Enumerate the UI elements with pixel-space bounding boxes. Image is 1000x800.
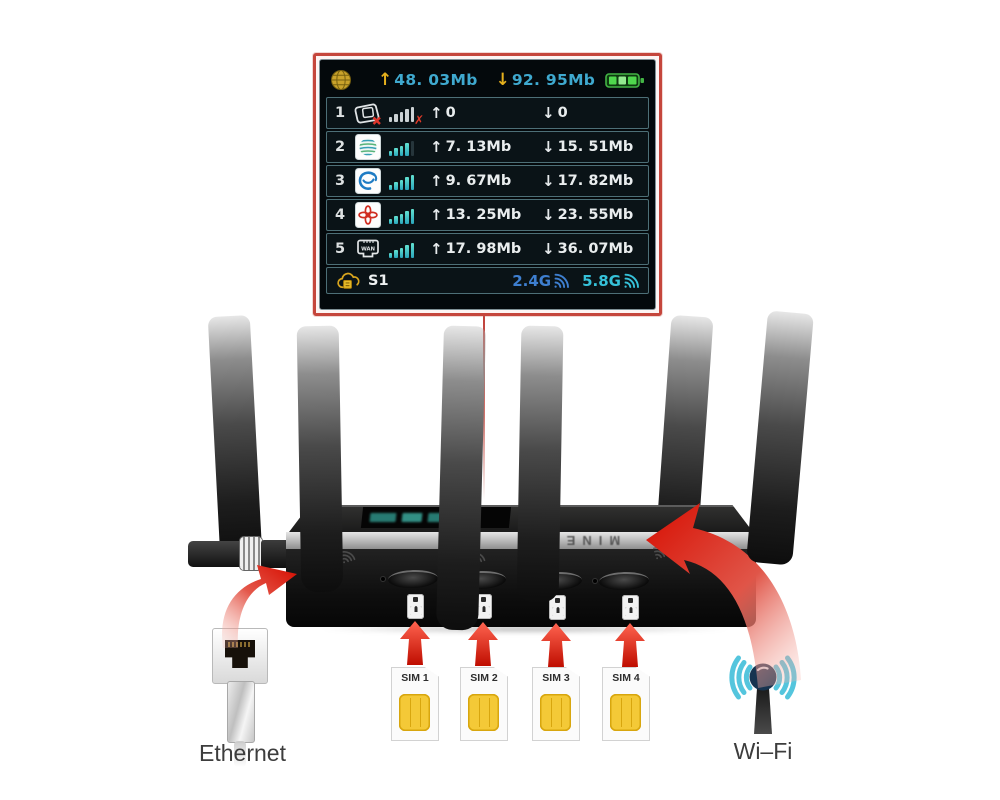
row-number: 4 [335, 207, 346, 223]
up-arrow-icon: ↑ [430, 206, 443, 224]
callout-connector-line [483, 314, 485, 500]
download-speed: 23. 55Mb [557, 207, 634, 223]
sim1-arrow [400, 621, 430, 665]
down-arrow-icon: ↓ [542, 138, 555, 156]
sim-chip [610, 694, 641, 731]
down-arrow-icon: ↓ [542, 172, 555, 190]
svg-text:WAN: WAN [361, 247, 375, 253]
sim2-arrow [468, 622, 498, 666]
sim-slot-pictogram-1 [407, 594, 424, 619]
sim4-arrow [615, 623, 645, 667]
sim-slot-pictogram-3 [549, 595, 566, 620]
up-arrow-icon: ↑ [430, 172, 443, 190]
sim-status-row-5: 5 WAN ↑17. 98Mb ↓36. 07Mb [326, 233, 649, 265]
ethernet-callout-arrow [222, 565, 297, 648]
down-arrow-icon: ↓ [542, 240, 555, 258]
total-upload-value: 48. 03Mb [394, 71, 478, 89]
wifi-band-5-8g: 5.8G [582, 272, 640, 290]
sim-chip [540, 694, 571, 731]
upload-arrow-icon: ↑ [378, 70, 393, 90]
globe-icon [331, 70, 351, 90]
sim-missing-icon [352, 101, 384, 125]
china-unicom-logo [352, 202, 384, 228]
sim-status-row-1: 1 ✗ ↑0 ↓0 [326, 97, 649, 129]
wan-port-icon: WAN [352, 236, 384, 262]
up-arrow-icon: ↑ [430, 138, 443, 156]
row-number: 5 [335, 241, 346, 257]
download-arrow-icon: ↓ [495, 70, 510, 90]
wifi-band-2-4g: 2.4G [512, 272, 570, 290]
sim-card-label: SIM 4 [612, 672, 640, 684]
upload-speed: 7. 13Mb [445, 139, 512, 155]
row-number: 3 [335, 173, 346, 189]
sim-status-row-3: 3 ↑9. 67Mb ↓17. 82Mb [326, 165, 649, 197]
sim-card-3: SIM 3 [532, 667, 580, 741]
signal-strength-icon: ✗ [389, 104, 424, 127]
upload-speed: 13. 25Mb [445, 207, 522, 223]
led-hole [593, 579, 597, 583]
ethernet-wall-plate [212, 628, 268, 684]
total-download-value: 92. 95Mb [511, 71, 596, 89]
wifi-label: Wi–Fi [733, 738, 793, 764]
upload-speed: 0 [445, 105, 456, 121]
sim-chip [399, 694, 430, 731]
ethernet-plug [227, 681, 255, 743]
china-telecom-logo [352, 168, 384, 194]
sim-card-label: SIM 1 [401, 672, 429, 684]
sim-card-4: SIM 4 [602, 667, 650, 741]
china-mobile-logo [352, 134, 384, 160]
sim-slot-pictogram-2 [475, 594, 492, 619]
sim-card-label: SIM 2 [470, 672, 498, 684]
sim-slot-label: S1 [368, 272, 389, 289]
download-speed: 36. 07Mb [557, 241, 634, 257]
signal-strength-icon [389, 138, 418, 156]
wifi-waves-icon [554, 273, 570, 288]
ethernet-cable [234, 741, 246, 767]
signal-strength-icon [389, 172, 418, 190]
cloud-sim-icon [337, 272, 360, 289]
antenna-connector-ring [240, 537, 262, 570]
up-arrow-icon: ↑ [430, 240, 443, 258]
wifi-waves-icon [624, 273, 639, 288]
lcd-display-panel: ↑ 48. 03Mb ↓ 92. 95Mb 1 [313, 53, 662, 316]
sim-card-1: SIM 1 [391, 667, 439, 741]
down-arrow-icon: ↓ [542, 104, 555, 122]
antenna-inner-2 [436, 325, 486, 631]
router-top-display [360, 507, 512, 528]
sim-card-label: SIM 3 [542, 672, 570, 684]
lcd-header-row: ↑ 48. 03Mb ↓ 92. 95Mb [326, 63, 649, 97]
sim-status-row-4: 4 ↑13. 25Mb [326, 199, 649, 231]
sim-slot-pictogram-4 [622, 595, 639, 620]
signal-strength-icon [389, 240, 418, 258]
download-speed: 0 [557, 105, 568, 121]
lcd-footer-row: S1 2.4G 5.8G [326, 267, 649, 294]
antenna-inner-1 [296, 325, 344, 593]
sim3-arrow [541, 623, 571, 667]
download-speed: 17. 82Mb [557, 173, 634, 189]
signal-strength-icon [389, 206, 418, 224]
red-x-mark [372, 116, 381, 125]
up-arrow-icon: ↑ [430, 104, 443, 122]
reset-hole [381, 577, 385, 581]
router-shadow [315, 624, 735, 634]
row-number: 2 [335, 139, 346, 155]
antenna-inner-3 [516, 325, 564, 603]
lcd-screen: ↑ 48. 03Mb ↓ 92. 95Mb 1 [319, 59, 656, 310]
wifi-callout-arrow [646, 503, 801, 688]
down-arrow-icon: ↓ [542, 206, 555, 224]
row-number: 1 [335, 105, 346, 121]
upload-speed: 9. 67Mb [445, 173, 512, 189]
sim-card-2: SIM 2 [460, 667, 508, 741]
sim-status-table: 1 ✗ ↑0 ↓0 2 [326, 97, 649, 265]
ethernet-label: Ethernet [199, 740, 286, 766]
sim-chip [468, 694, 499, 731]
antenna-outer-left [207, 315, 263, 557]
battery-icon [605, 72, 644, 88]
sim-status-row-2: 2 [326, 131, 649, 163]
upload-speed: 17. 98Mb [445, 241, 522, 257]
download-speed: 15. 51Mb [557, 139, 634, 155]
